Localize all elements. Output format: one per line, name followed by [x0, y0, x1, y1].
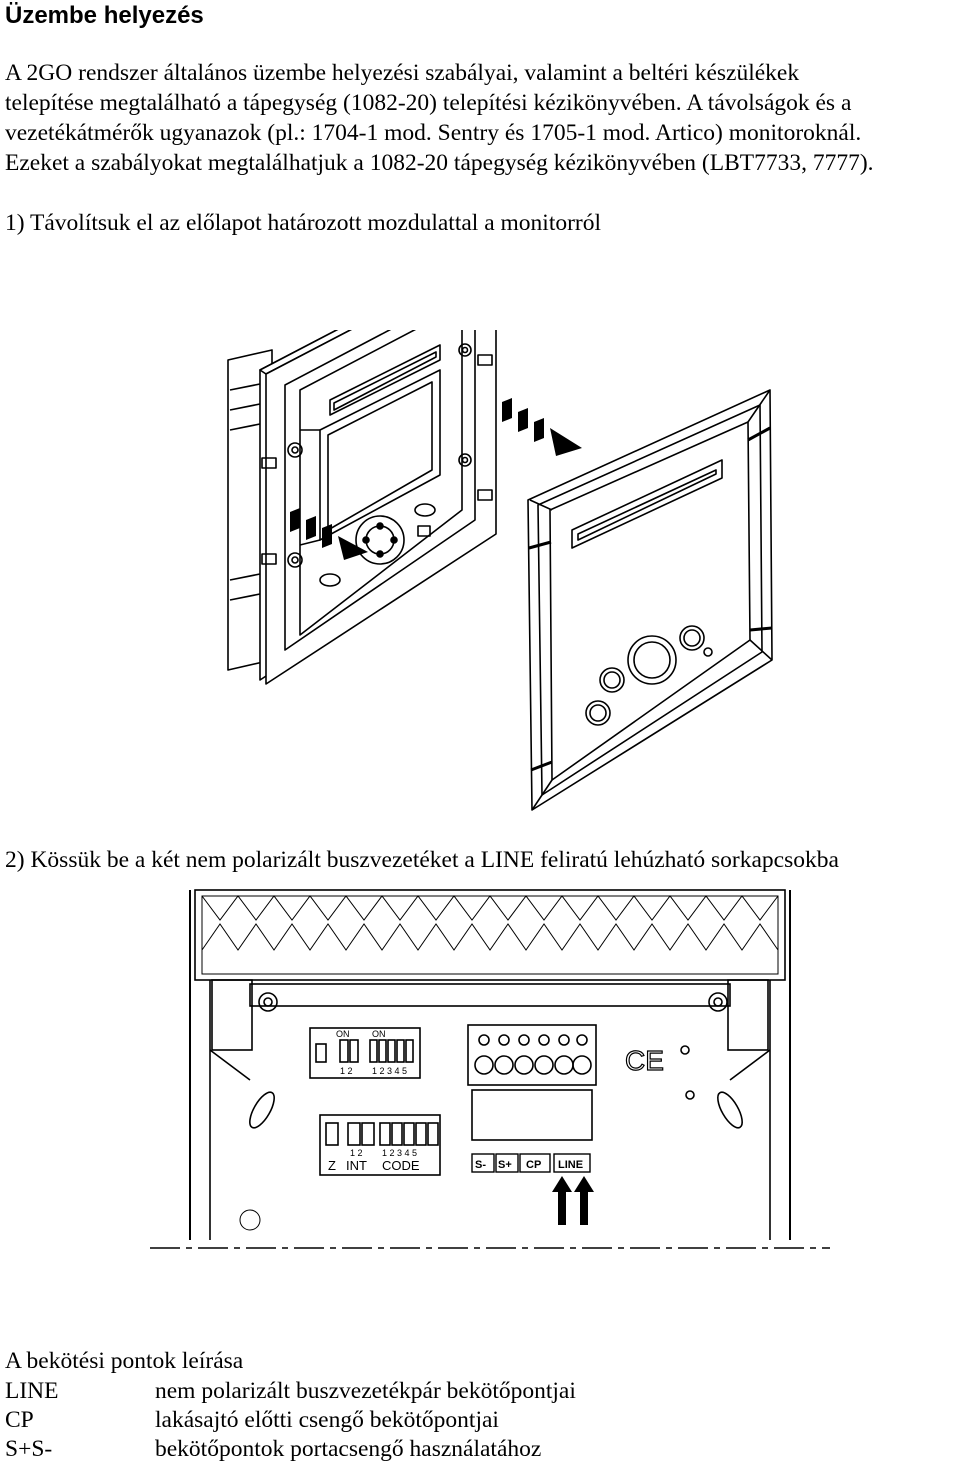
- ce-mark: CE: [625, 1045, 664, 1076]
- terminal-legend: LINE nem polarizált buszvezetékpár beköt…: [5, 1378, 955, 1465]
- cover-main-button: [627, 635, 677, 685]
- paragraph-line: A 2GO rendszer általános üzembe helyezés…: [5, 60, 800, 86]
- section-heading: Üzembe helyezés: [5, 2, 204, 29]
- legend-row: CP lakásajtó előtti csengő bekötőpontjai: [5, 1407, 955, 1436]
- wiring-terminal-diagram: CE ON ON 1 2 1 2 3 4 5 1 2 1 2 3 4 5 Z I…: [150, 889, 830, 1249]
- legend-title: A bekötési pontok leírása: [5, 1348, 244, 1374]
- paragraph-line: telepítése megtalálható a tápegység (108…: [5, 90, 852, 116]
- switch-on-label: ON: [336, 1029, 350, 1039]
- screw-icon: [258, 992, 278, 1012]
- terminal-label-line: LINE: [558, 1159, 583, 1171]
- intro-paragraph: A 2GO rendszer általános üzembe helyezés…: [5, 58, 955, 178]
- dip-code-label: CODE: [382, 1158, 420, 1173]
- arrow-up-icon: [552, 1176, 572, 1225]
- dip-z-label: Z: [328, 1158, 336, 1173]
- terminal-block: [467, 1024, 597, 1086]
- screw-icon: [708, 992, 728, 1012]
- legend-row: LINE nem polarizált buszvezetékpár beköt…: [5, 1378, 955, 1407]
- dip-switch-block: [309, 1027, 421, 1079]
- terminal-label-s-minus: S-: [475, 1159, 486, 1171]
- switch-number-label: 1 2 3 4 5: [372, 1066, 407, 1076]
- legend-description: lakásajtó előtti csengő bekötőpontjai: [155, 1407, 499, 1433]
- legend-row: S+S- bekötőpontok portacsengő használatá…: [5, 1436, 955, 1465]
- switch-on-label: ON: [372, 1029, 386, 1039]
- legend-term: S+S-: [5, 1436, 53, 1462]
- legend-description: nem polarizált buszvezetékpár bekötőpont…: [155, 1378, 576, 1404]
- step-2-text: 2) Kössük be a két nem polarizált buszve…: [5, 847, 839, 873]
- legend-description: bekötőpontok portacsengő használatához: [155, 1436, 542, 1462]
- removal-arrow-icon: [502, 398, 582, 456]
- dip-int-label: INT: [346, 1158, 367, 1173]
- terminal-label-s-plus: S+: [498, 1159, 512, 1171]
- step-1-text: 1) Távolítsuk el az előlapot határozott …: [5, 210, 602, 236]
- terminal-label-cp: CP: [526, 1159, 541, 1171]
- monitor-screen: [319, 369, 441, 541]
- legend-term: CP: [5, 1407, 34, 1433]
- paragraph-line: Ezeket a szabályokat megtalálhatjuk a 10…: [5, 150, 874, 176]
- dip-code-number-label: 1 2 3 4 5: [382, 1148, 417, 1158]
- paragraph-line: vezetékátmérők ugyanazok (pl.: 1704-1 mo…: [5, 120, 862, 146]
- arrow-up-icon: [574, 1176, 594, 1225]
- switch-number-label: 1 2: [340, 1066, 353, 1076]
- removal-arrow-icon: [290, 508, 368, 560]
- dip-int-number-label: 1 2: [350, 1148, 363, 1158]
- monitor-removal-illustration: [227, 330, 773, 811]
- legend-term: LINE: [5, 1378, 59, 1404]
